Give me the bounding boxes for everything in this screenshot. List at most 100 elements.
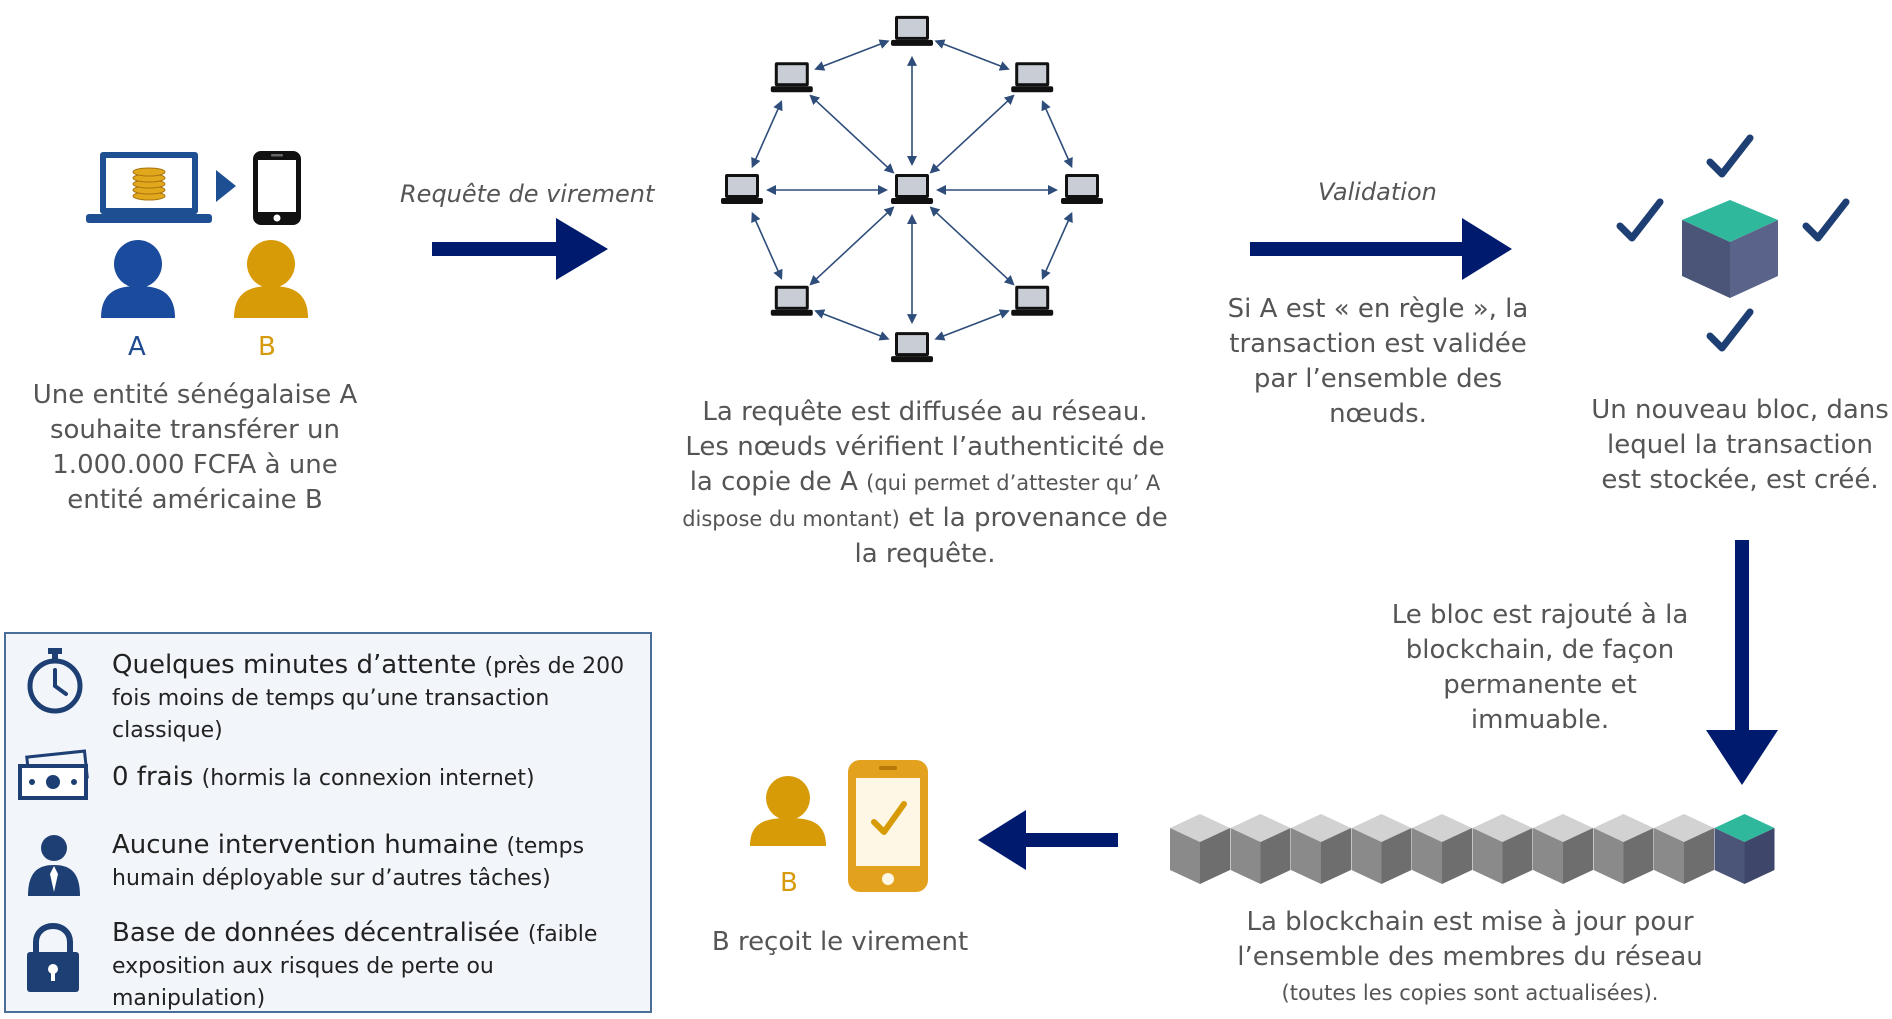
chain-block-icon	[1351, 814, 1412, 884]
legend-database-title: Base de données décentralisée	[112, 918, 520, 948]
step3-description: Un nouveau bloc, dans lequel la transact…	[1591, 395, 1889, 495]
network-node-laptop-icon	[891, 15, 933, 46]
arrow-down	[1706, 540, 1778, 785]
chain-block-icon	[1412, 814, 1472, 884]
network-node-laptop-icon	[721, 174, 763, 204]
legend-time-title: Quelques minutes d’attente	[112, 650, 477, 680]
arrow-left	[978, 810, 1118, 870]
network-node-laptop-icon	[1061, 174, 1103, 204]
network-link-spoke	[809, 206, 895, 286]
block-left-face	[1533, 828, 1563, 884]
new-block-cube-icon	[1682, 200, 1778, 298]
block-right-face	[1321, 828, 1351, 884]
network-node-laptop-icon	[770, 62, 813, 93]
block-right-face	[1563, 828, 1593, 884]
network-link-ring	[934, 39, 1010, 71]
step4-description-main: La blockchain est mise à jour pour l’ens…	[1237, 907, 1703, 972]
legend-row-human: Aucune intervention humaine (temps humai…	[112, 830, 642, 894]
checkmark-icon-bottom	[1706, 308, 1754, 352]
legend-human-title: Aucune intervention humaine	[112, 830, 499, 860]
legend-fees-detail: (hormis la connexion internet)	[201, 766, 535, 791]
network-link-spoke	[809, 94, 895, 174]
new-block-illustration	[1616, 134, 1850, 352]
block-right-face	[1623, 828, 1654, 884]
step1-description: Une entité sénégalaise A souhaite transf…	[32, 380, 358, 515]
network-node-laptop-icon	[1011, 62, 1054, 93]
chain-block-icon	[1654, 814, 1714, 884]
network-link-ring	[751, 211, 783, 280]
legend-row-database: Base de données décentralisée (faible ex…	[112, 918, 642, 1014]
stopwatch-icon	[27, 648, 83, 714]
checkmark-icon-left	[1616, 198, 1664, 242]
block-left-face	[1714, 828, 1745, 884]
step2-description-main2: et la provenance de la requête.	[854, 503, 1168, 569]
network-node-laptop-icon	[1011, 285, 1054, 316]
block-left-face	[1412, 828, 1442, 884]
block-right-face	[1200, 828, 1230, 884]
network-link-ring	[1041, 211, 1073, 280]
block-left-face	[1230, 828, 1261, 884]
step2-description-small: (qui permet d’attester qu’ A dispose du …	[682, 471, 1161, 531]
arrow-right-1	[432, 218, 608, 280]
person-b-receiver-icon	[750, 776, 826, 846]
person-icon	[28, 835, 80, 896]
phone-check-icon	[848, 760, 928, 892]
checkmark-icon-top	[1706, 134, 1754, 178]
chain-block-icon	[1291, 814, 1351, 884]
peer-network-diagram	[721, 15, 1103, 363]
block-left-face	[1472, 828, 1503, 884]
new-block-in-chain-icon	[1714, 814, 1775, 884]
network-link-ring	[1041, 100, 1073, 169]
chain-block-icon	[1593, 814, 1654, 884]
block-right-face	[1381, 828, 1412, 884]
label-b-receiver: B	[780, 868, 798, 898]
network-link-ring	[814, 39, 890, 71]
step2-description: La requête est diffusée au réseau. Les n…	[680, 395, 1170, 572]
chain-block-icon	[1533, 814, 1593, 884]
block-right-face	[1684, 828, 1714, 884]
legend-fees-title: 0 frais	[112, 762, 194, 792]
network-node-laptop-icon	[891, 332, 933, 363]
network-node-laptop-icon	[891, 174, 933, 204]
checkmark-icon-right	[1802, 198, 1850, 242]
block-left-face	[1351, 828, 1382, 884]
chain-block-icon	[1472, 814, 1533, 884]
blockchain-illustration	[1170, 814, 1775, 884]
block-left-face	[1170, 828, 1200, 884]
step4-description-small: (toutes les copies sont actualisées).	[1281, 981, 1659, 1005]
phone-icon	[253, 151, 301, 225]
laptop-coins-icon	[86, 152, 212, 223]
arrow3-description: Le bloc est rajouté à la blockchain, de …	[1391, 600, 1689, 735]
arrow2-label: Validation	[1318, 178, 1437, 206]
padlock-icon	[27, 922, 79, 992]
network-node-laptop-icon	[770, 285, 813, 316]
arrow1-label: Requête de virement	[400, 180, 655, 208]
legend-row-time: Quelques minutes d’attente (près de 200 …	[112, 650, 642, 746]
cash-icon	[18, 749, 89, 800]
legend-human-detail: (temps humain déployable sur d’autres tâ…	[112, 834, 585, 891]
block-right-face	[1502, 828, 1533, 884]
step2-description-main1: La requête est diffusée au réseau. Les n…	[685, 397, 1165, 497]
label-b: B	[258, 332, 276, 362]
network-link-spoke	[929, 206, 1015, 286]
block-left-face	[1291, 828, 1321, 884]
network-link-ring	[751, 100, 783, 169]
person-b-icon	[234, 240, 308, 318]
legend-database-detail: (faible exposition aux risques de perte …	[112, 922, 598, 1011]
arrow2-description: Si A est « en règle », la transaction es…	[1227, 294, 1529, 429]
step4-description: La blockchain est mise à jour pour l’ens…	[1210, 905, 1730, 1011]
block-left-face	[1654, 828, 1684, 884]
arrow-right-2	[1250, 218, 1512, 280]
triangle-arrow-icon	[216, 170, 236, 202]
legend-time-detail: (près de 200 fois moins de temps qu’une …	[112, 654, 625, 743]
block-right-face	[1442, 828, 1472, 884]
block-right-face	[1744, 828, 1775, 884]
benefits-legend: Quelques minutes d’attente (près de 200 …	[4, 632, 652, 1013]
network-link-ring	[814, 309, 890, 341]
block-right-face	[1260, 828, 1291, 884]
network-link-spoke	[929, 94, 1015, 174]
step5-description: B reçoit le virement	[711, 927, 969, 957]
network-link-ring	[934, 309, 1010, 341]
label-a: A	[128, 332, 146, 362]
legend-row-fees: 0 frais (hormis la connexion internet)	[112, 762, 642, 794]
